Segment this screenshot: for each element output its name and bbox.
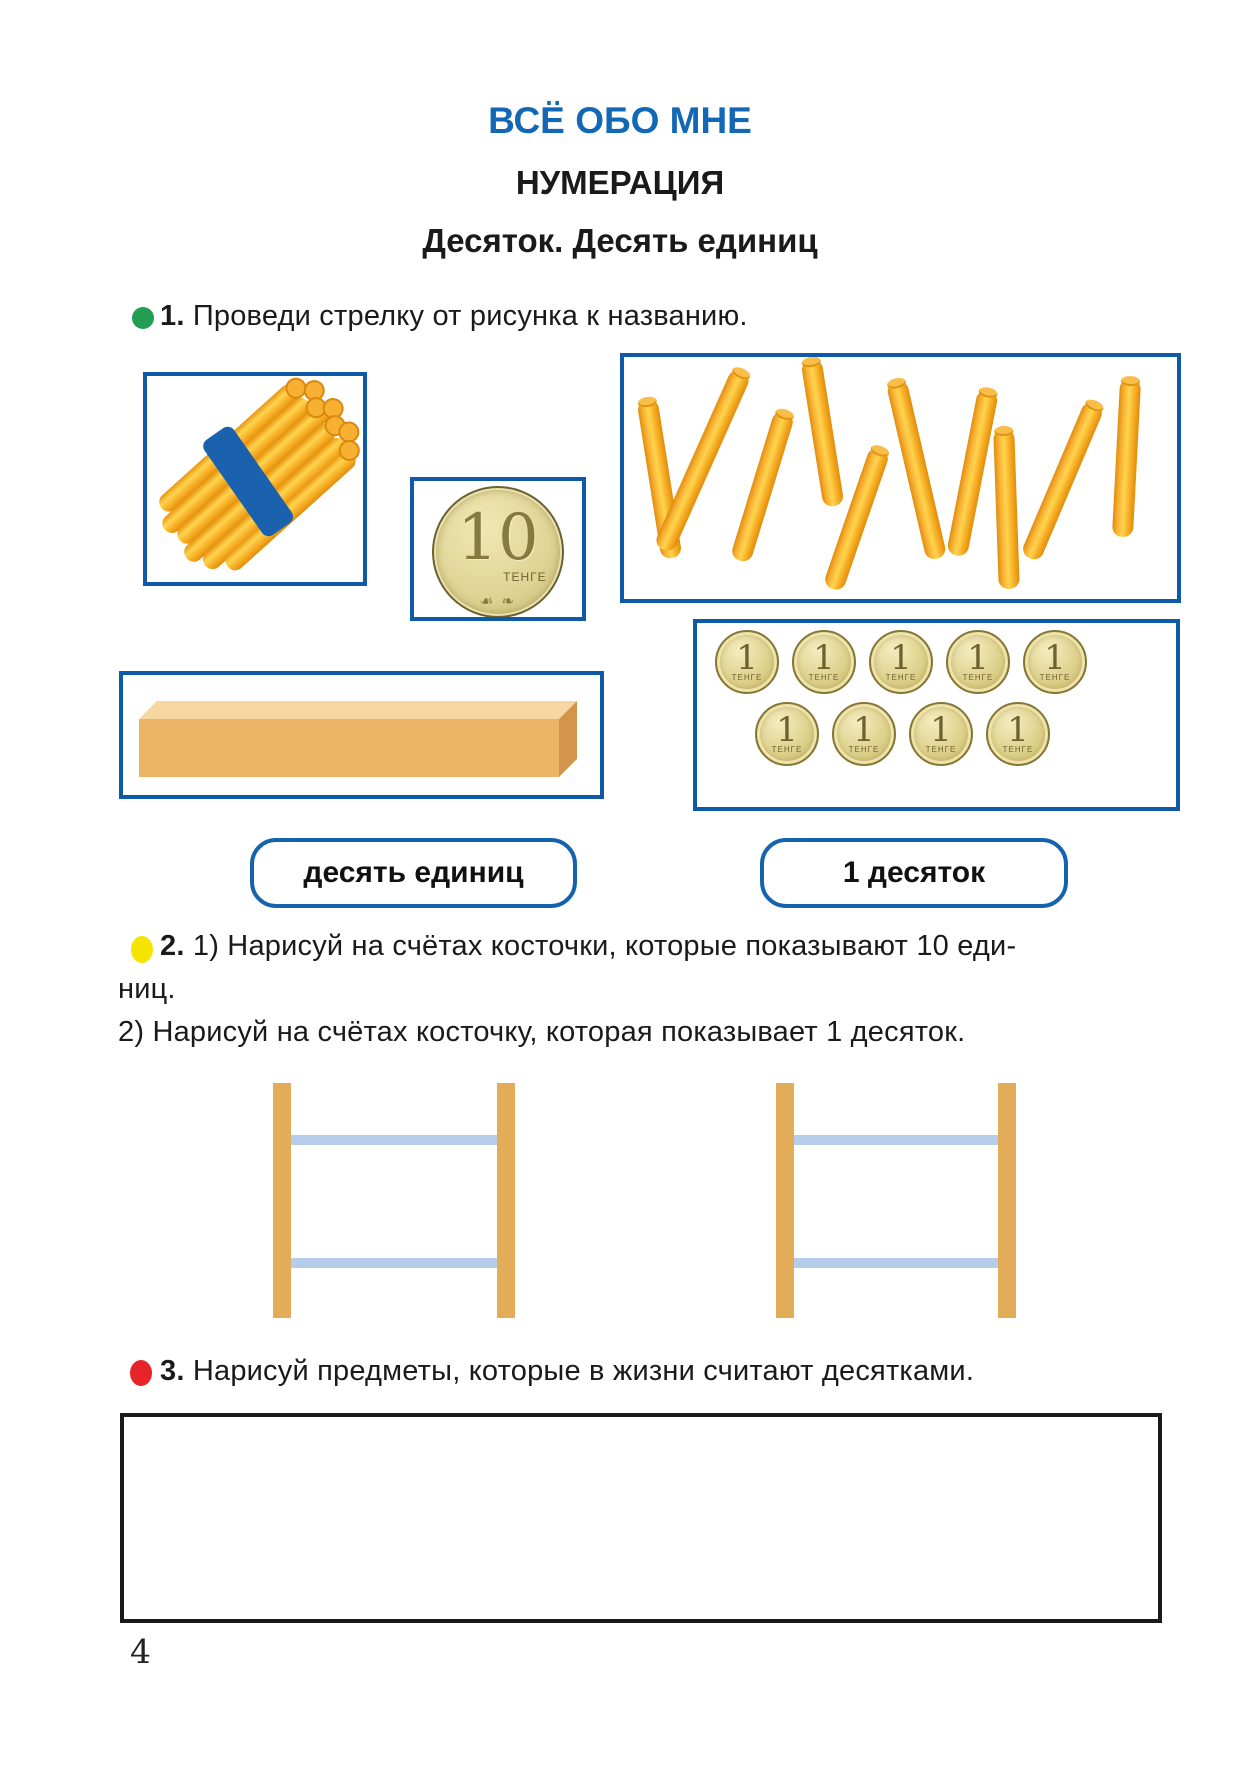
abacus1-left-post bbox=[273, 1083, 291, 1318]
coin-1-currency: ТЕНГЕ bbox=[771, 744, 803, 754]
abacus2-left-post bbox=[776, 1083, 794, 1318]
abacus1-top-rail bbox=[291, 1135, 497, 1145]
coin-10-value: 10 bbox=[457, 501, 539, 575]
coin-1-currency: ТЕНГЕ bbox=[962, 672, 994, 682]
stick-illustration bbox=[993, 428, 1020, 590]
picture-box-loose-sticks[interactable] bbox=[620, 353, 1181, 603]
stick-illustration bbox=[729, 409, 796, 564]
task2-line2: ниц. bbox=[118, 973, 176, 1005]
task3-instruction: Нарисуй предметы, которые в жизни считаю… bbox=[192, 1355, 975, 1387]
task1-bullet-icon bbox=[132, 307, 154, 329]
task1-text: 1. Проведи стрелку от рисунка к названию… bbox=[160, 300, 748, 333]
coin-1-currency: ТЕНГЕ bbox=[1039, 672, 1071, 682]
task2-bullet-icon bbox=[131, 936, 153, 963]
coin-1-value: 1 bbox=[1044, 637, 1066, 678]
abacus1-bottom-rail bbox=[291, 1258, 497, 1268]
abacus2-top-rail bbox=[794, 1135, 998, 1145]
series-title: ВСЁ ОБО МНЕ bbox=[488, 100, 752, 141]
stick-illustration bbox=[1020, 399, 1105, 563]
abacus1-right-post bbox=[497, 1083, 515, 1318]
coin-1-currency: ТЕНГЕ bbox=[885, 672, 917, 682]
coin-1-currency: ТЕНГЕ bbox=[808, 672, 840, 682]
coin-10-tenge: 10 ТЕНГЕ ☙ ❧ bbox=[432, 486, 564, 617]
section-title: НУМЕРАЦИЯ bbox=[515, 164, 725, 201]
lesson-title: Десяток. Десять единиц bbox=[422, 222, 818, 259]
stick-illustration bbox=[885, 378, 948, 562]
answer-label-ten-units-text: десять единиц bbox=[303, 856, 524, 889]
coin-1-currency: ТЕНГЕ bbox=[925, 744, 957, 754]
picture-box-coin-10[interactable]: 10 ТЕНГЕ ☙ ❧ bbox=[410, 477, 586, 621]
task2-number: 2. bbox=[160, 930, 185, 962]
answer-label-one-ten[interactable]: 1 десяток bbox=[760, 838, 1068, 908]
coin-1-value: 1 bbox=[736, 637, 758, 678]
abacus2-bottom-rail bbox=[794, 1258, 998, 1268]
task1-number: 1. bbox=[160, 300, 185, 332]
coin-1-currency: ТЕНГЕ bbox=[1002, 744, 1034, 754]
drawing-answer-box[interactable] bbox=[120, 1413, 1162, 1623]
stick-illustration bbox=[653, 367, 752, 554]
task1-instruction: Проведи стрелку от рисунка к названию. bbox=[192, 300, 748, 332]
stick-illustration bbox=[1111, 378, 1142, 538]
picture-box-wooden-block[interactable] bbox=[119, 671, 604, 799]
wooden-block-illustration bbox=[139, 701, 577, 777]
task3-number: 3. bbox=[160, 1355, 185, 1387]
coin-ornament: ☙ ❧ bbox=[479, 593, 517, 610]
coin-1-currency: ТЕНГЕ bbox=[731, 672, 763, 682]
coin-10-currency: ТЕНГЕ bbox=[503, 570, 547, 584]
coin-1-value: 1 bbox=[890, 637, 912, 678]
task3-text: 3. Нарисуй предметы, которые в жизни счи… bbox=[160, 1355, 974, 1388]
picture-box-stick-bundle[interactable] bbox=[143, 372, 367, 586]
task2-instruction-1: 1) Нарисуй на счётах косточки, которые п… bbox=[192, 930, 1017, 962]
coin-1-value: 1 bbox=[1007, 709, 1029, 750]
task2-line3: 2) Нарисуй на счётах косточку, которая п… bbox=[118, 1016, 966, 1048]
coin-1-value: 1 bbox=[813, 637, 835, 678]
answer-label-one-ten-text: 1 десяток bbox=[842, 856, 986, 889]
stick-illustration bbox=[946, 388, 999, 558]
coin-1-currency: ТЕНГЕ bbox=[848, 744, 880, 754]
task2-line1: 2. 1) Нарисуй на счётах косточки, которы… bbox=[160, 930, 1016, 963]
answer-label-ten-units[interactable]: десять единиц bbox=[250, 838, 577, 908]
coin-1-value: 1 bbox=[853, 709, 875, 750]
abacus2-right-post bbox=[998, 1083, 1016, 1318]
coin-1-value: 1 bbox=[930, 709, 952, 750]
coin-1-value: 1 bbox=[967, 637, 989, 678]
stick-illustration bbox=[800, 358, 845, 508]
task3-bullet-icon bbox=[130, 1360, 152, 1386]
sticks-bundle-illustration bbox=[159, 377, 360, 571]
page-number: 4 bbox=[130, 1632, 151, 1671]
coin-1-value: 1 bbox=[776, 709, 798, 750]
